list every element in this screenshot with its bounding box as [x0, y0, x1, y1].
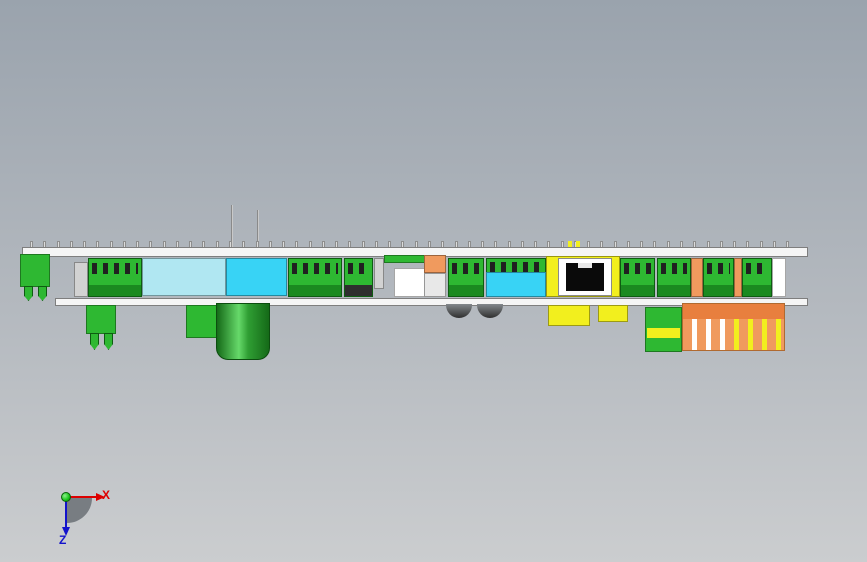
comb-connector [682, 303, 785, 351]
bottom-pcb [55, 298, 808, 306]
relay-cyan [226, 258, 287, 296]
terminal-block [344, 258, 373, 297]
green-module-below [186, 305, 218, 338]
x-axis-label: X [102, 488, 111, 502]
comb-top-band [683, 304, 784, 319]
z-axis-arrow[interactable] [65, 497, 67, 528]
pin-holes [746, 263, 768, 274]
pin-holes [452, 263, 480, 274]
connector-prong [24, 286, 33, 301]
pin-holes [624, 263, 651, 274]
orange-module [424, 255, 446, 273]
buzzer-dome [446, 304, 472, 318]
terminal-block [288, 258, 342, 297]
terminal-base [621, 285, 654, 296]
white-end-block [772, 258, 786, 297]
terminal-base [743, 285, 771, 296]
yellow-module-below [598, 305, 628, 322]
pin-holes [92, 263, 138, 274]
pin-holes [707, 263, 730, 274]
terminal-block [448, 258, 484, 297]
terminal-base [289, 285, 341, 296]
antenna-wire [257, 210, 259, 248]
edge-connector-left [20, 254, 50, 287]
x-axis-arrow[interactable] [66, 496, 97, 498]
yellow-module-below [548, 305, 590, 326]
orange-spacer [691, 258, 703, 297]
terminal-block [657, 258, 691, 297]
triad-wedge [67, 498, 92, 523]
terminal-block [620, 258, 655, 297]
antenna-wire [231, 205, 233, 248]
terminal-base [345, 285, 372, 296]
z-axis-label: Z [59, 533, 67, 547]
pin-holes [490, 262, 542, 272]
pin-holes [292, 263, 338, 274]
rj45-contacts [578, 263, 592, 268]
yellow-band [647, 328, 680, 338]
x-axis-arrowhead [96, 493, 105, 501]
terminal-block [742, 258, 772, 297]
electrolytic-capacitor [216, 303, 270, 360]
relay-cyan [486, 272, 546, 297]
white-module [394, 268, 426, 297]
origin-sphere [61, 492, 71, 502]
module-body [424, 273, 446, 297]
spacer-block [374, 258, 384, 289]
connector-prong [90, 333, 99, 350]
yellow-pin-tick [576, 241, 580, 247]
connector-below [86, 305, 116, 334]
terminal-block [703, 258, 734, 297]
spacer-block [74, 262, 88, 297]
terminal-base [658, 285, 690, 296]
relay-cyan-light [142, 258, 226, 296]
connector-prong [38, 286, 47, 301]
terminal-base [704, 285, 733, 296]
pin-holes [661, 263, 687, 274]
connector-prong [104, 333, 113, 350]
yellow-pin-tick [568, 241, 572, 247]
terminal-block [88, 258, 142, 297]
orange-spacer [734, 258, 742, 297]
z-axis-arrowhead [62, 527, 70, 536]
terminal-base [449, 285, 483, 296]
buzzer-dome [477, 304, 503, 318]
pin-holes [348, 263, 369, 274]
terminal-base [89, 285, 141, 296]
